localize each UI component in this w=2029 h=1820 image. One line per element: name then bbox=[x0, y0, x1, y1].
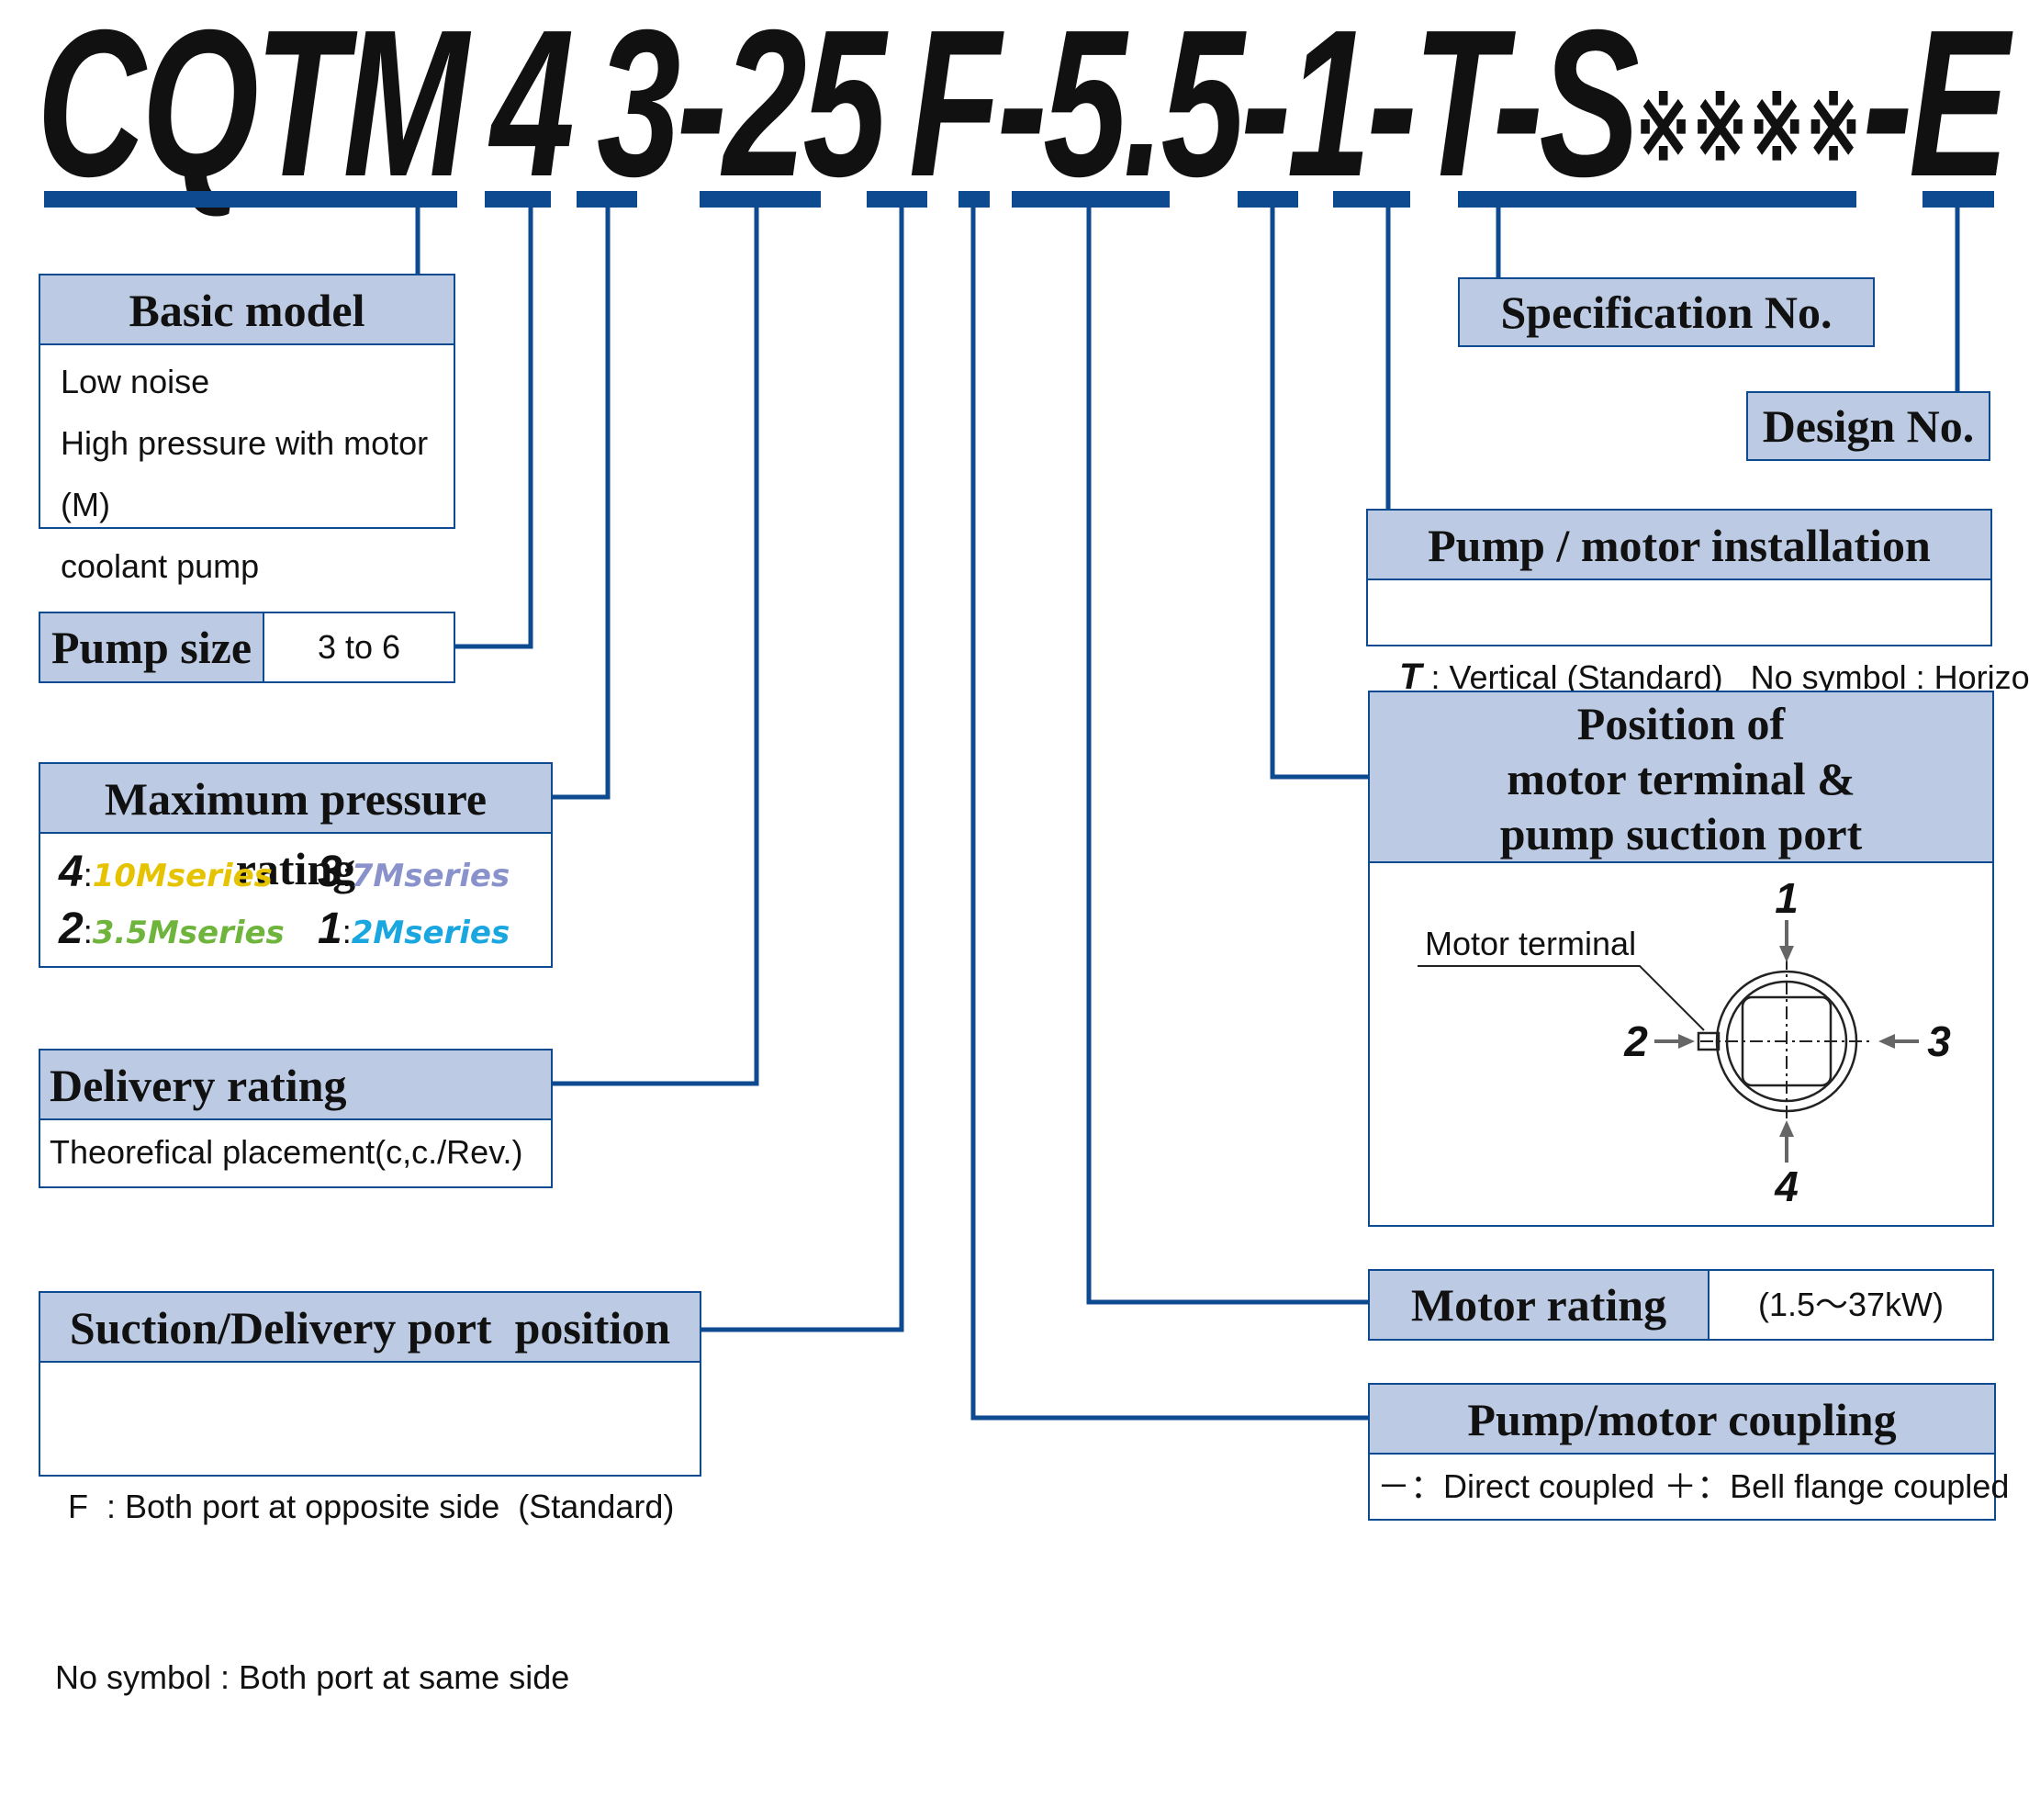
pressure-symbol: 3 bbox=[318, 848, 342, 896]
pressure-item-3: 3:7Mseries bbox=[318, 845, 510, 910]
pressure-sep: : bbox=[83, 913, 93, 950]
pump-size-box: Pump size 3 to 6 bbox=[39, 612, 455, 683]
pressure-sep: : bbox=[342, 856, 352, 893]
underline-spec-no bbox=[1458, 191, 1856, 208]
underline-motor-rating bbox=[1012, 191, 1170, 208]
leader-position bbox=[1270, 208, 1370, 780]
basic-model-line: Low noise bbox=[61, 363, 210, 400]
design-no-box: Design No. bbox=[1746, 391, 1990, 461]
design-no-title: Design No. bbox=[1748, 393, 1989, 459]
basic-model-title: Basic model bbox=[40, 275, 454, 345]
coupling-desc: －：Direct coupled ＋：Bell flange coupled bbox=[1377, 1467, 2010, 1505]
pressure-item-1: 1:2Mseries bbox=[318, 902, 510, 967]
suction-line-2: No symbol : Both port at same side bbox=[55, 1658, 570, 1696]
pressure-item-2: 2:3.5Mseries bbox=[59, 902, 285, 967]
pump-size-value: 3 to 6 bbox=[317, 628, 401, 666]
pressure-series-7m: 7Mseries bbox=[351, 858, 510, 894]
pressure-sep: : bbox=[342, 913, 352, 950]
position-title-line: Position of bbox=[1576, 698, 1786, 749]
delivery-desc: Theorefical placement(c,c./Rev.) bbox=[50, 1133, 523, 1171]
code-spec-marks: ※※※※ bbox=[1635, 76, 1863, 179]
pressure-symbol: 1 bbox=[318, 904, 342, 953]
underline-position bbox=[1238, 191, 1298, 208]
spec-no-title: Specification No. bbox=[1460, 279, 1873, 345]
suction-title: Suction/Delivery port position bbox=[40, 1293, 700, 1363]
pressure-sep: : bbox=[83, 856, 93, 893]
suction-line-1: F : Both port at opposite side (Standard… bbox=[68, 1488, 675, 1525]
pressure-series-10m: 10Mseries bbox=[92, 858, 273, 894]
port-label-2: 2 bbox=[1623, 1017, 1648, 1065]
leader-coupling bbox=[970, 208, 1370, 1421]
max-pressure-box: Maximum pressure rating 4:10Mseries 3:7M… bbox=[39, 762, 553, 968]
arrow-1 bbox=[1779, 946, 1794, 962]
model-code-diagram: CQTM 4 3-25 F-5.5-1-T-S※※※※-E bbox=[37, 0, 2029, 1696]
suction-box: Suction/Delivery port position F : Both … bbox=[39, 1291, 701, 1696]
position-box: Position of motor terminal & pump suctio… bbox=[1368, 691, 1994, 1227]
underline-suction bbox=[867, 191, 927, 208]
code-pressure-delivery: 3-25 bbox=[597, 0, 887, 220]
pump-size-title: Pump size bbox=[40, 613, 264, 681]
terminal-leader bbox=[1418, 965, 1705, 1031]
pressure-series-2m: 2Mseries bbox=[351, 915, 510, 951]
underline-installation bbox=[1333, 191, 1410, 208]
leader-suction bbox=[700, 208, 904, 1332]
max-pressure-title: Maximum pressure rating bbox=[40, 764, 551, 894]
port-label-3: 3 bbox=[1927, 1017, 1951, 1065]
port-label-4: 4 bbox=[1774, 1163, 1799, 1210]
motor-rating-value: (1.5～37kW) bbox=[1757, 1286, 1945, 1323]
motor-rating-box: Motor rating (1.5～37kW) bbox=[1368, 1269, 1994, 1341]
pressure-symbol: 2 bbox=[59, 904, 84, 953]
pressure-item-4: 4:10Mseries bbox=[59, 845, 273, 910]
leader-pump-size bbox=[453, 208, 533, 649]
installation-symbol: T bbox=[1399, 657, 1422, 697]
position-title: Position of motor terminal & pump suctio… bbox=[1370, 692, 1992, 863]
model-code: CQTM 4 3-25 F-5.5-1-T-S※※※※-E bbox=[37, 0, 2009, 208]
code-options: F-5.5-1-T-S bbox=[908, 0, 1640, 220]
leader-pressure bbox=[551, 208, 611, 800]
connector-lines bbox=[44, 191, 1994, 1421]
basic-model-line: coolant pump bbox=[61, 547, 260, 585]
leader-motor-rating bbox=[1086, 208, 1370, 1305]
installation-desc: : Vertical (Standard) No symbol : Horizo… bbox=[1421, 658, 2029, 696]
underline-basic-model bbox=[44, 191, 457, 208]
delivery-box: Delivery rating Theorefical placement(c,… bbox=[39, 1049, 553, 1188]
coupling-title: Pump/motor coupling bbox=[1370, 1385, 1994, 1455]
arrow-4 bbox=[1779, 1120, 1794, 1137]
underline-pressure bbox=[577, 191, 637, 208]
basic-model-line: High pressure with motor (M) bbox=[61, 424, 429, 523]
installation-box: Pump / motor installation T : Vertical (… bbox=[1366, 509, 2029, 697]
code-basic-model: CQTM bbox=[37, 0, 468, 220]
basic-model-box: Basic model Low noise High pressure with… bbox=[39, 274, 455, 585]
delivery-title: Delivery rating bbox=[40, 1050, 551, 1120]
arrow-3 bbox=[1878, 1034, 1895, 1049]
installation-title: Pump / motor installation bbox=[1368, 511, 1990, 580]
position-title-line: pump suction port bbox=[1499, 808, 1863, 859]
pressure-symbol: 4 bbox=[59, 848, 84, 896]
motor-terminal-label: Motor terminal bbox=[1425, 925, 1636, 962]
underline-coupling bbox=[958, 191, 990, 208]
arrow-2 bbox=[1678, 1034, 1695, 1049]
spec-no-box: Specification No. bbox=[1458, 277, 1875, 347]
port-position-figure: Motor terminal 1 4 2 3 bbox=[1418, 874, 1951, 1210]
underline-pump-size bbox=[485, 191, 551, 208]
pressure-series-3-5m: 3.5Mseries bbox=[92, 915, 285, 951]
motor-rating-title: Motor rating bbox=[1370, 1271, 1710, 1339]
port-label-1: 1 bbox=[1775, 874, 1799, 922]
underline-design-no bbox=[1923, 191, 1994, 208]
coupling-box: Pump/motor coupling －：Direct coupled ＋：B… bbox=[1368, 1383, 2010, 1521]
code-pump-size: 4 bbox=[490, 0, 575, 220]
position-title-line: motor terminal & bbox=[1507, 753, 1855, 804]
code-design: -E bbox=[1862, 0, 2010, 220]
leader-delivery bbox=[551, 208, 759, 1086]
underline-delivery bbox=[700, 191, 821, 208]
